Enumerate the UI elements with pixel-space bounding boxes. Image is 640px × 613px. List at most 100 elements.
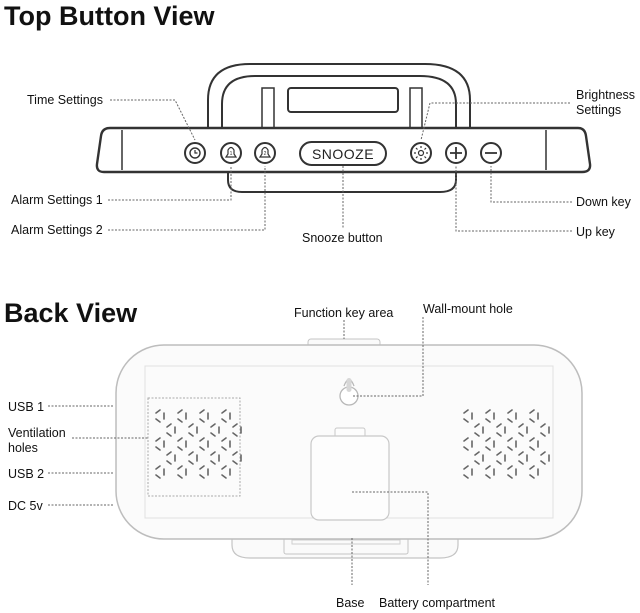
vent-slot: [155, 409, 161, 414]
plus-icon: [450, 147, 462, 159]
vent-slot: [463, 474, 469, 479]
handle-post-left: [261, 87, 275, 129]
label-usb-2: USB 2: [8, 467, 45, 481]
vent-slot: [210, 451, 216, 456]
vent-slot: [221, 409, 227, 414]
vent-slot: [540, 451, 546, 456]
vent-slot: [155, 446, 161, 451]
vent-slot: [166, 423, 172, 428]
snooze-button[interactable]: SNOOZE: [299, 141, 387, 166]
vent-slot: [518, 451, 524, 456]
vent-slot: [507, 474, 513, 479]
vent-slot: [518, 423, 524, 428]
vent-slot: [485, 437, 491, 442]
vent-slot: [485, 446, 491, 451]
back-view-heading: Back View: [4, 298, 138, 328]
vent-slot: [529, 437, 535, 442]
svg-text:1: 1: [230, 151, 233, 157]
vent-slot: [210, 460, 216, 465]
vent-slot: [199, 446, 205, 451]
label-battery-compartment: Battery compartment: [379, 596, 496, 610]
vent-slot: [529, 446, 535, 451]
vent-slot: [188, 451, 194, 456]
vent-slot: [232, 451, 238, 456]
vent-slot: [540, 432, 546, 437]
vent-slot: [507, 446, 513, 451]
vent-slot: [155, 437, 161, 442]
vent-slot: [177, 474, 183, 479]
vent-slot: [199, 418, 205, 423]
vent-slot: [221, 437, 227, 442]
vent-slot: [177, 418, 183, 423]
vent-slot: [496, 423, 502, 428]
brightness-settings-button[interactable]: [410, 142, 432, 164]
vent-slot: [540, 460, 546, 465]
vent-slot: [188, 432, 194, 437]
vent-slot: [166, 451, 172, 456]
clock-handle: [207, 63, 471, 127]
handle-post-right: [409, 87, 423, 129]
label-ventilation-holes: Ventilation holes: [8, 426, 66, 455]
vent-slot: [485, 465, 491, 470]
vent-slot: [221, 465, 227, 470]
vent-slot: [463, 418, 469, 423]
top-leader-lines: [108, 99, 572, 232]
alarm-settings-2-button[interactable]: 2: [254, 142, 276, 164]
handle-grip: [287, 87, 399, 113]
ventilation-holes-left: [155, 409, 242, 479]
vent-slot: [529, 465, 535, 470]
down-key-button[interactable]: [480, 142, 502, 164]
vent-slot: [496, 460, 502, 465]
vent-slot: [155, 465, 161, 470]
vent-slot: [485, 474, 491, 479]
ventilation-panel-left-frame: [147, 397, 241, 497]
vent-slot: [529, 409, 535, 414]
vent-slot: [221, 446, 227, 451]
vent-slot: [232, 432, 238, 437]
vent-slot: [166, 460, 172, 465]
vent-slot: [232, 423, 238, 428]
alarm-settings-1-button[interactable]: 1: [220, 142, 242, 164]
top-view-heading: Top Button View: [4, 1, 215, 31]
vent-slot: [177, 465, 183, 470]
clock-icon: [189, 147, 201, 159]
vent-slot: [199, 437, 205, 442]
vent-slot: [518, 432, 524, 437]
label-function-key-area: Function key area: [294, 306, 394, 320]
vent-slot: [177, 409, 183, 414]
snooze-button-label: SNOOZE: [312, 146, 374, 162]
vent-slot: [529, 474, 535, 479]
vent-slot: [507, 437, 513, 442]
label-time-settings: Time Settings: [27, 93, 103, 107]
vent-slot: [199, 465, 205, 470]
vent-slot: [474, 460, 480, 465]
vent-slot: [485, 418, 491, 423]
label-alarm-settings-1: Alarm Settings 1: [11, 193, 103, 207]
battery-compartment: [310, 427, 390, 521]
up-key-button[interactable]: [445, 142, 467, 164]
vent-slot: [221, 474, 227, 479]
vent-slot: [188, 423, 194, 428]
vent-slot: [518, 460, 524, 465]
ventilation-holes-right: [463, 409, 550, 479]
vent-slot: [463, 465, 469, 470]
sun-icon: [414, 146, 428, 160]
vent-slot: [507, 418, 513, 423]
label-usb-1: USB 1: [8, 400, 45, 414]
vent-slot: [232, 460, 238, 465]
vent-slot: [177, 446, 183, 451]
vent-slot: [210, 432, 216, 437]
vent-slot: [529, 418, 535, 423]
back-leader-lines: [48, 317, 429, 585]
vent-slot: [474, 423, 480, 428]
label-dc-5v: DC 5v: [8, 499, 43, 513]
vent-slot: [210, 423, 216, 428]
vent-slot: [463, 437, 469, 442]
label-down-key: Down key: [576, 195, 631, 209]
label-base: Base: [336, 596, 365, 610]
vent-slot: [463, 409, 469, 414]
vent-slot: [177, 437, 183, 442]
vent-slot: [199, 409, 205, 414]
time-settings-button[interactable]: [184, 142, 206, 164]
